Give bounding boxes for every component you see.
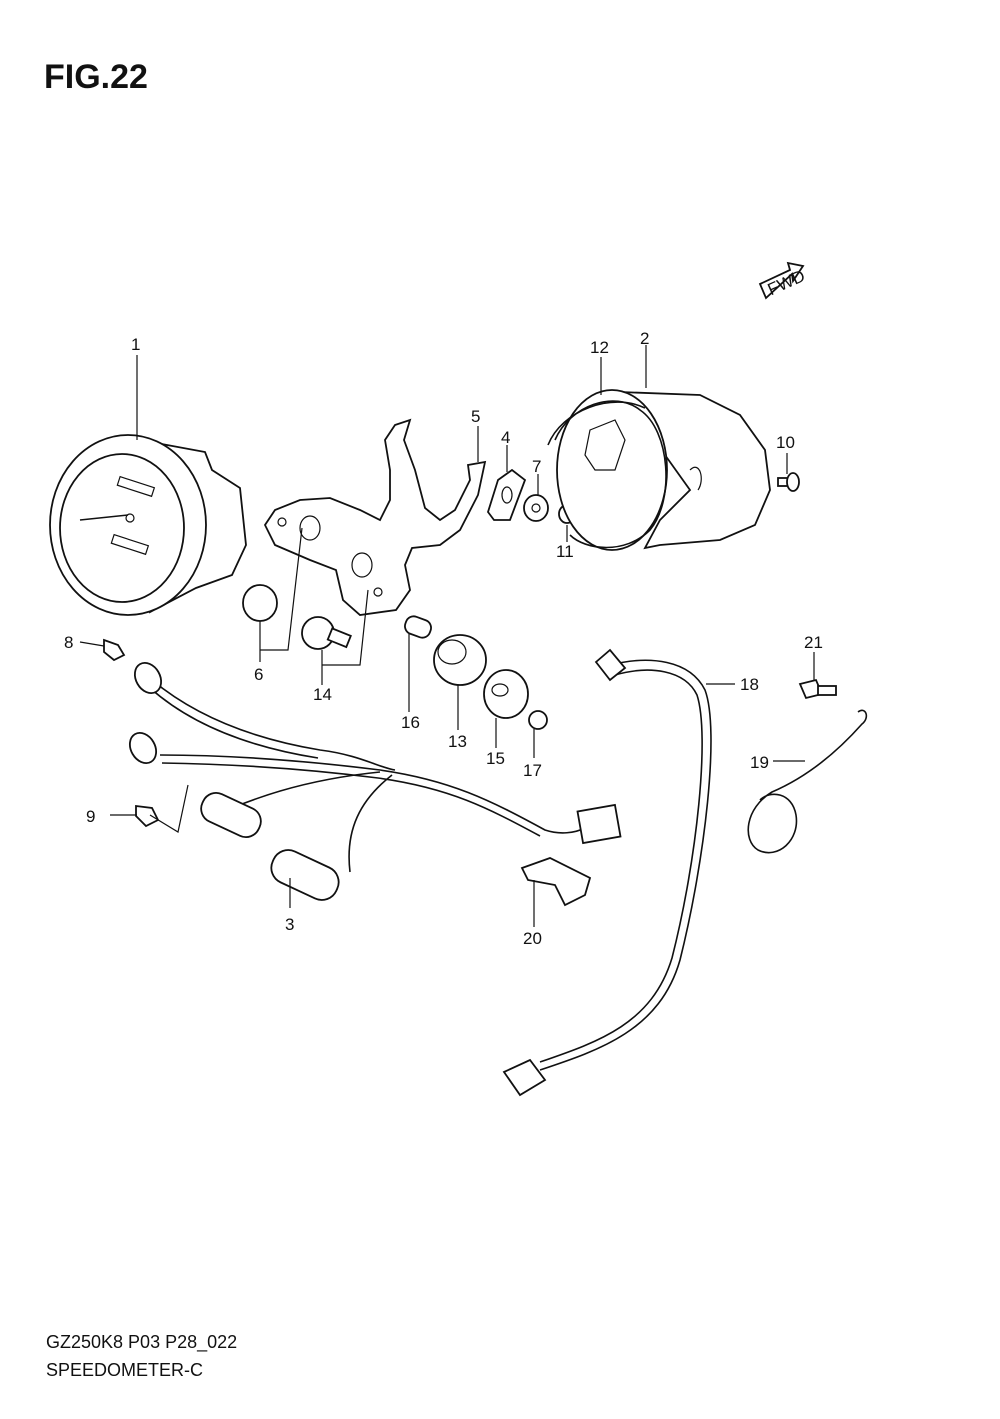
screw-part: [777, 472, 800, 492]
callout-5: 5: [471, 407, 480, 426]
bulb-part-2: [135, 804, 160, 828]
callout-3: 3: [285, 915, 294, 934]
callout-8: 8: [64, 633, 73, 652]
callout-1: 1: [131, 335, 140, 354]
callout-15: 15: [486, 749, 505, 768]
speedometer-cable-part: [502, 648, 712, 1097]
spring-part: [747, 709, 868, 854]
collar-part: [404, 615, 432, 639]
callout-14: 14: [313, 685, 332, 704]
meter-bracket-part: [263, 418, 487, 616]
large-washer-part: [483, 669, 529, 719]
callout-6: 6: [254, 665, 263, 684]
callout-12: 12: [590, 338, 609, 357]
callout-20: 20: [523, 929, 542, 948]
callout-18: 18: [740, 675, 759, 694]
callout-19: 19: [750, 753, 769, 772]
cable-clamp-part: [520, 857, 592, 907]
washer-part: [523, 494, 549, 522]
cover-ring-part: [547, 400, 667, 549]
callout-7: 7: [532, 457, 541, 476]
grommet-part: [487, 468, 527, 521]
model-code: GZ250K8 P03 P28_022: [46, 1332, 238, 1352]
small-nut-part: [528, 710, 548, 730]
callout-17: 17: [523, 761, 542, 780]
rubber-cushion-part: [433, 634, 487, 686]
callout-labels: 1 2 3 4 5 6 7 8 9 10 11 12 13 14 15 16 1…: [64, 329, 823, 948]
figure-name: SPEEDOMETER-C: [46, 1360, 204, 1380]
callout-10: 10: [776, 433, 795, 452]
bolt-part-2: [798, 678, 837, 700]
speedometer-assembly-part: [49, 434, 247, 616]
wiring-harness-part: [128, 662, 622, 901]
callout-9: 9: [86, 807, 95, 826]
meter-cover-part: [556, 389, 771, 551]
bulb-part: [103, 638, 126, 662]
callout-21: 21: [804, 633, 823, 652]
callout-11: 11: [556, 542, 574, 561]
callout-13: 13: [448, 732, 467, 751]
leader-lines: [79, 345, 815, 927]
cushion-part: [242, 584, 278, 622]
bolt-part: [301, 616, 352, 650]
callout-2: 2: [640, 329, 649, 348]
forward-direction-arrow-icon: FWD: [758, 261, 808, 300]
callout-16: 16: [401, 713, 420, 732]
figure-title: FIG.22: [44, 58, 148, 96]
callout-4: 4: [501, 428, 510, 447]
